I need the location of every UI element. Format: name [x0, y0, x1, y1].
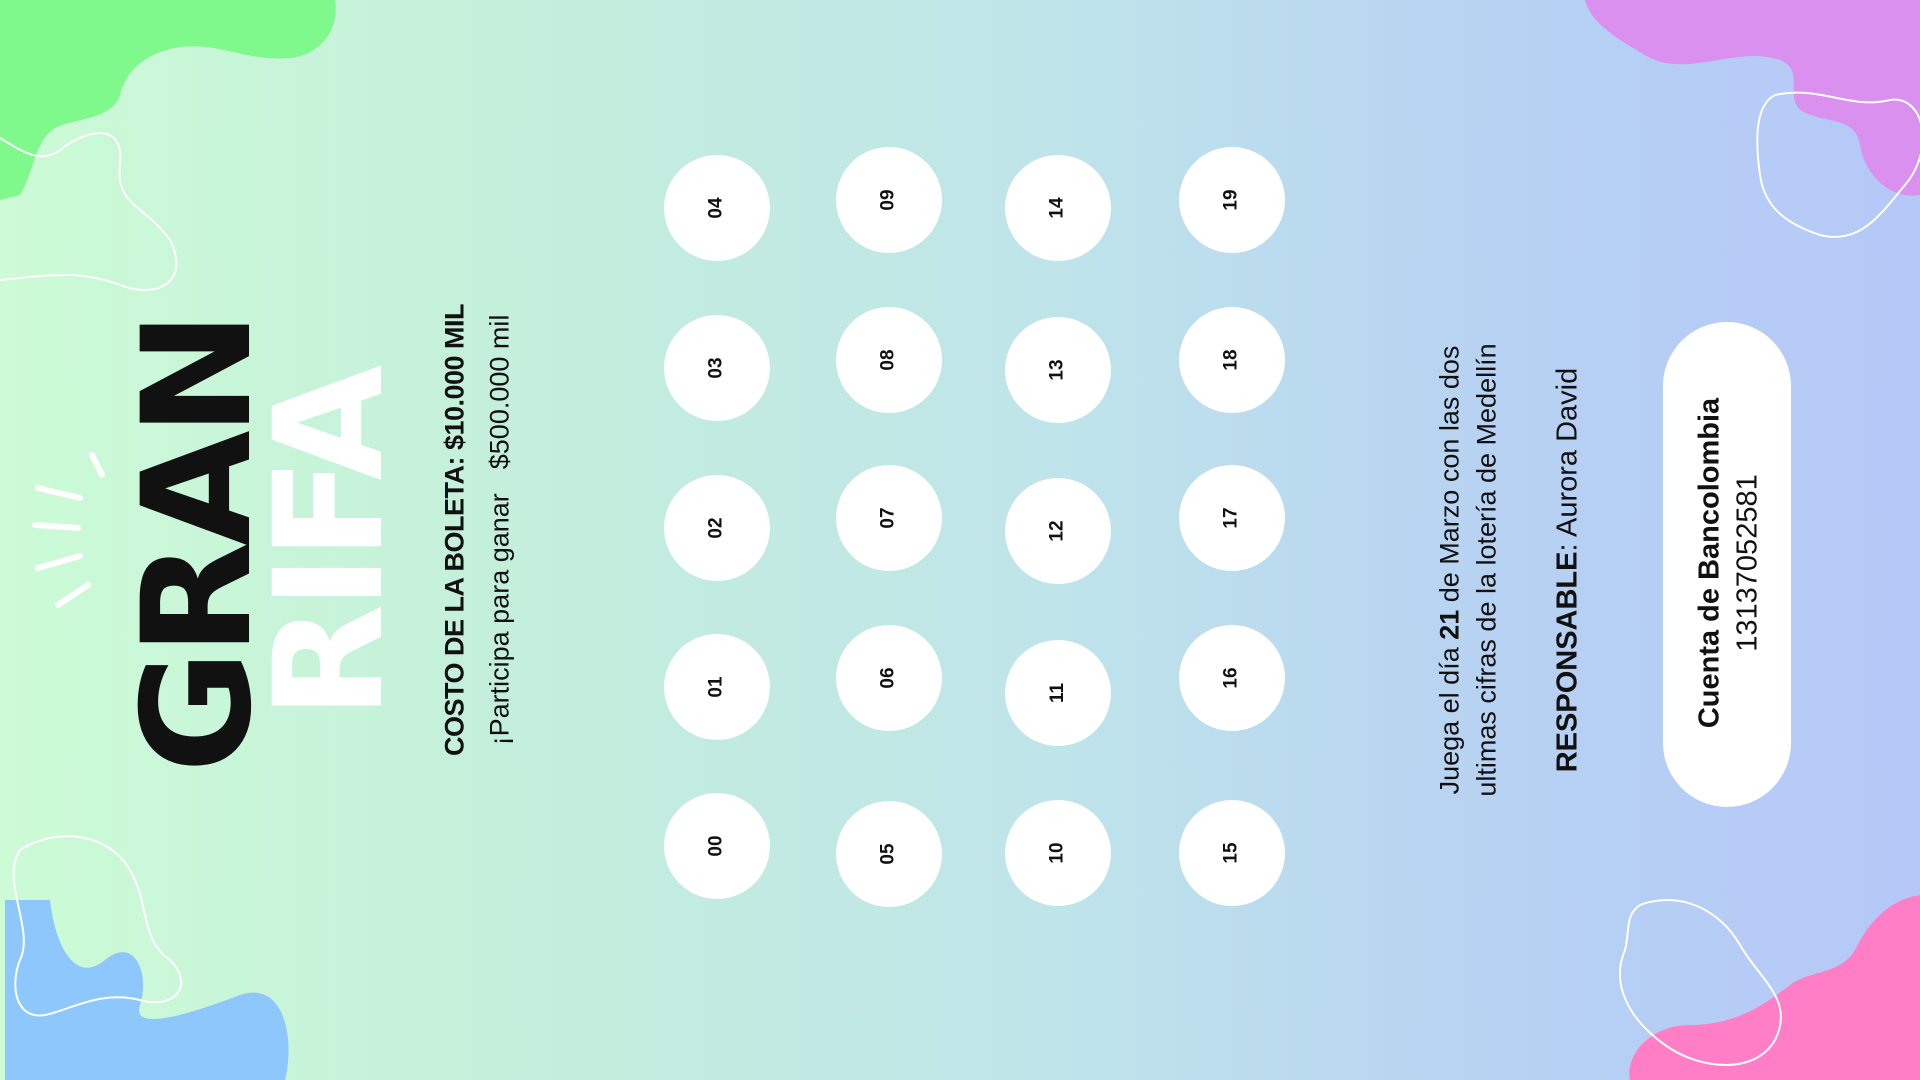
draw-date-line: Juega el día 21 de Marzo con las dos [1435, 346, 1466, 795]
prize-text: ¡Participa para ganar [484, 493, 515, 746]
number-ball-label: 03 [705, 357, 727, 379]
purple-blob-top-right [1585, 0, 1920, 196]
number-ball: 09 [836, 147, 942, 253]
number-ball: 05 [836, 801, 942, 907]
green-blob-top-left [0, 0, 336, 200]
number-ball-label: 07 [877, 507, 899, 529]
draw-text-start: Juega el día [1434, 639, 1465, 795]
number-ball: 11 [1005, 640, 1111, 746]
blue-blob-bottom-left [5, 900, 289, 1080]
number-ball-label: 01 [705, 676, 727, 698]
responsible-label: RESPONSABLE [1551, 551, 1584, 773]
account-bank-name: Cuenta de Bancolombia [1693, 397, 1726, 729]
number-ball: 07 [836, 465, 942, 571]
number-ball: 17 [1179, 465, 1285, 571]
number-ball: 15 [1179, 800, 1285, 906]
number-ball: 12 [1005, 478, 1111, 584]
number-ball-label: 14 [1046, 197, 1068, 219]
number-ball: 04 [664, 155, 770, 261]
number-ball-label: 10 [1046, 842, 1068, 864]
ticket-cost: COSTO DE LA BOLETA: $10.000 MIL [440, 304, 471, 756]
number-ball: 13 [1005, 317, 1111, 423]
number-ball: 02 [664, 475, 770, 581]
draw-lottery-line: ultimas cifras de la lotería de Medellín [1471, 343, 1502, 797]
number-ball-label: 02 [705, 517, 727, 539]
number-ball: 19 [1179, 147, 1285, 253]
ticket-cost-value: $10.000 MIL [439, 303, 470, 451]
white-outline-top-left [0, 132, 178, 291]
draw-text-end: de Marzo con las dos [1434, 345, 1465, 610]
responsible-name: : Aurora David [1551, 367, 1584, 552]
number-ball-label: 11 [1047, 682, 1068, 704]
number-ball: 00 [664, 793, 770, 899]
prize-line: ¡Participa para ganar $500.000 mil [485, 315, 516, 746]
number-ball-label: 15 [1220, 842, 1242, 864]
number-ball-label: 18 [1220, 349, 1242, 371]
number-ball: 14 [1005, 155, 1111, 261]
number-ball: 08 [836, 307, 942, 413]
number-ball: 18 [1179, 307, 1285, 413]
account-card [1663, 322, 1791, 807]
number-ball-label: 04 [705, 197, 727, 219]
pink-blob-bottom-right [1629, 895, 1920, 1080]
ticket-cost-label: COSTO DE LA BOLETA: [439, 450, 470, 757]
responsible-line: RESPONSABLE: Aurora David [1552, 368, 1585, 773]
sparkle-lines-icon [32, 452, 105, 608]
account-number: 1313705258​1 [1731, 474, 1764, 652]
number-ball-label: 00 [705, 835, 727, 857]
number-ball: 16 [1179, 625, 1285, 731]
prize-amount: $500.000 mil [484, 314, 515, 470]
number-ball-label: 19 [1220, 189, 1242, 211]
number-ball-label: 08 [877, 349, 899, 371]
number-ball-label: 17 [1220, 507, 1242, 529]
number-ball-label: 09 [877, 189, 899, 211]
number-ball-label: 06 [877, 667, 899, 689]
draw-day: 21 [1434, 609, 1465, 640]
number-ball-label: 13 [1046, 359, 1068, 381]
white-outline-top-right [1756, 91, 1920, 238]
number-ball: 01 [664, 634, 770, 740]
number-ball: 03 [664, 315, 770, 421]
number-ball: 10 [1005, 800, 1111, 906]
number-ball-label: 16 [1220, 667, 1242, 689]
white-outline-bottom-right [1619, 899, 1782, 1066]
number-ball: 06 [836, 625, 942, 731]
title-rifa: RIFA [243, 370, 417, 720]
number-ball-label: 05 [877, 843, 899, 865]
white-outline-bottom-left [12, 835, 183, 1017]
number-ball-label: 12 [1046, 520, 1068, 542]
